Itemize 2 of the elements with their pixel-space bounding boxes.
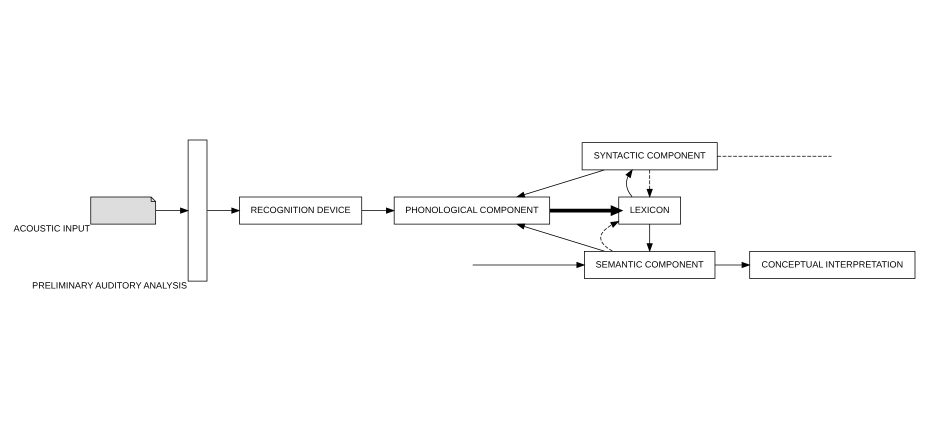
node-label: PRELIMINARY AUDITORY ANALYSIS: [32, 280, 187, 290]
node-label: ACOUSTIC INPUT: [13, 223, 90, 234]
